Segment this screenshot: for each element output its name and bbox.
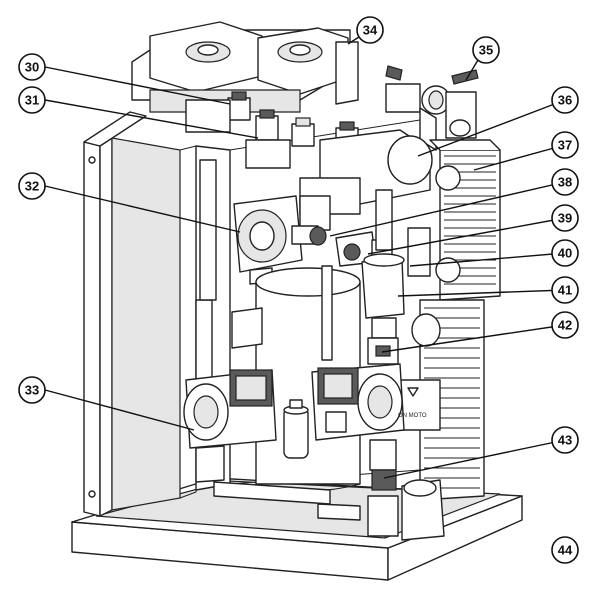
callout-35-label: 35 (479, 43, 493, 58)
callout-40-label: 40 (558, 246, 572, 261)
callout-41-label: 41 (558, 283, 572, 298)
callout-36: 36 (551, 86, 579, 114)
lower-plate-heat-exchanger (399, 299, 485, 501)
right-circulation-pump: ON MOTO (311, 363, 427, 537)
callout-42: 42 (551, 311, 579, 339)
left-side-panel (83, 111, 197, 517)
bottom-pipework (213, 479, 445, 541)
callout-33: 33 (18, 376, 46, 404)
callout-30-label: 30 (25, 60, 39, 75)
callout-31: 31 (18, 86, 46, 114)
callout-40: 40 (551, 239, 579, 267)
callout-31-label: 31 (25, 93, 39, 108)
flow-filter (361, 189, 405, 365)
callout-38: 38 (551, 168, 579, 196)
callout-35: 35 (472, 36, 500, 64)
callout-30: 30 (18, 53, 46, 81)
callout-33-label: 33 (25, 383, 39, 398)
pump-plate-text: ON MOTO (398, 413, 427, 419)
upper-manifold (299, 129, 433, 231)
mixing-valve (233, 195, 327, 285)
callout-34: 34 (356, 16, 384, 44)
callout-34-label: 34 (363, 23, 378, 38)
left-circulation-pump (183, 159, 277, 483)
callout-38-label: 38 (558, 175, 572, 190)
callout-43: 43 (551, 426, 579, 454)
callout-43-label: 43 (558, 433, 572, 448)
top-right-valves (385, 65, 479, 151)
callout-41: 41 (551, 276, 579, 304)
callout-36-label: 36 (558, 93, 572, 108)
upper-plate-heat-exchanger (429, 139, 501, 301)
filter-canister (283, 399, 309, 459)
callout-44-label: 44 (558, 543, 573, 558)
callout-39-label: 39 (558, 211, 572, 226)
callout-37: 37 (551, 131, 579, 159)
callout-44: 44 (551, 536, 579, 564)
callout-32: 32 (18, 172, 46, 200)
callout-42-label: 42 (558, 318, 572, 333)
callout-39: 39 (551, 204, 579, 232)
callout-32-label: 32 (25, 179, 39, 194)
callout-37-label: 37 (558, 138, 572, 153)
